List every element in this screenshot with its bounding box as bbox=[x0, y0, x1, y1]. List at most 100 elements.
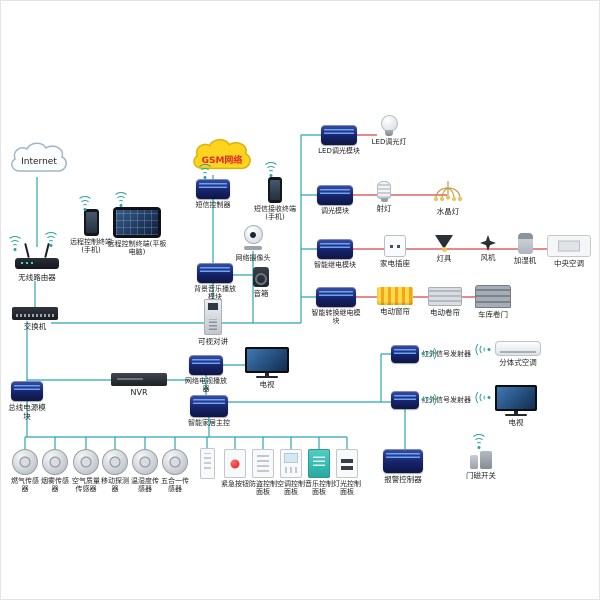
transfer-relay-module-icon bbox=[316, 287, 356, 307]
central-ac-icon bbox=[547, 235, 591, 257]
garage-door-label: 车库卷门 bbox=[478, 310, 508, 319]
node-motion-detector: 移动探测器 bbox=[100, 449, 130, 494]
node-ir-transmitter-2: 红外信号发射器 bbox=[391, 391, 477, 409]
fan-icon bbox=[480, 235, 496, 251]
node-transfer-relay-module: 智能转换继电模块 bbox=[309, 287, 363, 326]
ac-control-panel-icon bbox=[280, 449, 302, 478]
bgm-module-icon bbox=[197, 263, 233, 283]
smart-host-label: 智能家居主控 bbox=[188, 419, 230, 427]
iptv-player-label: 网络电视播放器 bbox=[185, 377, 227, 394]
motion-detector-label: 移动探测器 bbox=[101, 477, 129, 494]
node-dim-module: 调光模块 bbox=[311, 185, 359, 215]
remote-panel-icon bbox=[199, 448, 215, 479]
node-speaker: 音箱 bbox=[243, 267, 279, 298]
internet-label: Internet bbox=[21, 157, 57, 167]
node-switch: 交换机 bbox=[7, 307, 63, 331]
node-lamp: 灯具 bbox=[427, 235, 461, 263]
node-remote-phone: 远程控制终端(手机) bbox=[69, 209, 113, 255]
switch-icon bbox=[12, 307, 58, 320]
node-smart-host: 智能家居主控 bbox=[185, 395, 233, 427]
tv-screen bbox=[495, 385, 537, 411]
dim-module-label: 调光模块 bbox=[321, 207, 349, 215]
sms-controller-label: 短信控制器 bbox=[195, 201, 231, 209]
internet-cloud-icon: Internet bbox=[7, 141, 71, 183]
wifi-icon bbox=[43, 232, 59, 246]
node-crystal-light: 水晶灯 bbox=[423, 181, 473, 216]
roller-shutter-icon bbox=[428, 287, 462, 306]
speaker-icon bbox=[253, 267, 269, 287]
tv-base bbox=[505, 414, 527, 416]
wifi-icon bbox=[77, 196, 93, 210]
led-dim-light-label: LED调光灯 bbox=[371, 138, 407, 146]
node-spotlight: 射灯 bbox=[367, 181, 401, 213]
wifi-icon bbox=[422, 391, 437, 408]
lamp-bulb bbox=[441, 247, 447, 252]
wifi-icon bbox=[113, 192, 129, 206]
curtain-icon bbox=[377, 287, 413, 305]
pendant-lamp-icon bbox=[435, 235, 453, 252]
tablet-icon bbox=[113, 207, 161, 238]
tv-icon bbox=[245, 347, 289, 378]
node-electric-roller: 电动卷帘 bbox=[423, 287, 467, 317]
gas-sensor-label: 燃气传感器 bbox=[11, 477, 39, 494]
appliance-socket-label: 家电插座 bbox=[380, 259, 410, 268]
wifi-icon bbox=[197, 164, 213, 178]
node-led-dim-module: LED调光模块 bbox=[313, 125, 365, 155]
camera-base bbox=[244, 246, 262, 250]
node-ir-transmitter-1: 红外信号发射器 bbox=[391, 345, 477, 363]
bus-power-label: 总线电源模块 bbox=[8, 403, 46, 421]
node-appliance-socket: 家电插座 bbox=[375, 235, 415, 268]
node-video-intercom: 可视对讲 bbox=[193, 299, 233, 346]
video-intercom-label: 可视对讲 bbox=[198, 337, 228, 346]
remote-phone-label: 远程控制终端(手机) bbox=[70, 238, 112, 255]
node-emergency-button: 紧急按钮 bbox=[220, 449, 250, 488]
wifi-icon bbox=[471, 434, 487, 448]
gas-sensor-icon bbox=[12, 449, 38, 475]
speaker-label: 音箱 bbox=[253, 289, 269, 298]
bus-lines bbox=[24, 134, 406, 449]
electric-curtain-label: 电动窗帘 bbox=[380, 307, 410, 316]
alarm-controller-icon bbox=[383, 449, 423, 473]
smartphone-icon bbox=[268, 177, 282, 203]
node-five-in-one-sensor: 五合一传感器 bbox=[160, 449, 190, 494]
alarm-controller-label: 报警控制器 bbox=[384, 475, 422, 484]
node-wireless-router: 无线路由器 bbox=[9, 242, 65, 282]
split-ac-label: 分体式空调 bbox=[499, 358, 537, 367]
node-fan: 风机 bbox=[471, 235, 505, 262]
node-smoke-sensor: 烟雾传感器 bbox=[40, 449, 70, 494]
humidifier-icon bbox=[517, 233, 533, 254]
ip-camera-label: 网络摄像头 bbox=[235, 254, 271, 262]
led-dim-module-icon bbox=[321, 125, 357, 145]
sms-receiver-label: 短信接收终端(手机) bbox=[254, 205, 296, 222]
relay-module-icon bbox=[317, 239, 353, 259]
smoke-sensor-label: 烟雾传感器 bbox=[41, 477, 69, 494]
node-ac-control-panel: 空调控制面板 bbox=[276, 449, 306, 497]
tv-living-label: 电视 bbox=[259, 380, 275, 389]
wifi-icon bbox=[475, 341, 490, 358]
smart-host-icon bbox=[190, 395, 228, 417]
nvr-label: NVR bbox=[130, 388, 148, 397]
ir-transmitter-1-label: 红外信号发射器 bbox=[422, 349, 471, 358]
magnet-part bbox=[480, 451, 492, 469]
node-remote-panel bbox=[192, 448, 222, 481]
tv-stand bbox=[514, 411, 518, 414]
motion-detector-icon bbox=[102, 449, 128, 475]
magnet-part bbox=[470, 455, 478, 469]
bulb-base bbox=[385, 130, 393, 136]
security-panel-label: 防盗控制面板 bbox=[249, 480, 277, 497]
node-internet: Internet bbox=[7, 141, 71, 183]
door-switch-label: 门磁开关 bbox=[466, 471, 496, 480]
five-in-one-sensor-icon bbox=[162, 449, 188, 475]
smoke-sensor-icon bbox=[42, 449, 68, 475]
wireless-router-label: 无线路由器 bbox=[18, 273, 56, 282]
wifi-icon bbox=[7, 236, 23, 250]
node-central-ac: 中央空调 bbox=[543, 235, 595, 268]
tv-base bbox=[256, 376, 278, 378]
wireless-router-icon bbox=[15, 242, 59, 271]
nvr-icon bbox=[111, 373, 167, 386]
relay-module-label: 智能继电模块 bbox=[314, 261, 356, 269]
chandelier-icon bbox=[433, 181, 463, 202]
node-bus-power: 总线电源模块 bbox=[5, 381, 49, 421]
garage-door-icon bbox=[475, 285, 511, 308]
node-alarm-controller: 报警控制器 bbox=[377, 449, 429, 484]
